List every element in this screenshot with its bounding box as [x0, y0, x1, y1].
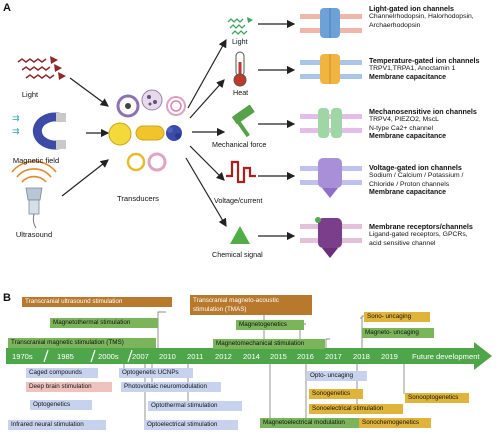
- event-box: Sonoelectrical stimulation: [309, 404, 403, 414]
- year-label: 2011: [187, 352, 204, 361]
- timeline-arrow: [6, 342, 492, 370]
- stimulus-label-chemical-signal: Chemical signal: [212, 250, 263, 259]
- source-label-light: Light: [21, 90, 39, 99]
- channel-title: Temperature-gated ion channels: [369, 56, 480, 65]
- event-box: Magneto- uncaging: [362, 328, 434, 338]
- source-label-ultrasound: Ultrasound: [15, 230, 53, 239]
- event-box: Optogenetics: [30, 400, 92, 410]
- ultrasound-probe-icon: [11, 160, 57, 229]
- event-box: Transcranial magnetic stimulation (TMS): [8, 338, 156, 348]
- stimulus-label-light: Light: [232, 37, 248, 46]
- voltage-gated-channel-icon: [300, 158, 362, 198]
- event-box: Deep brain stimulation: [26, 382, 112, 392]
- year-label: 2018: [353, 352, 370, 361]
- channel-line: Channelrhodopsin, Halorhodopsin,: [369, 13, 474, 20]
- chemical-triangle-icon: [230, 226, 250, 244]
- year-label: 2012: [215, 352, 232, 361]
- panel-a-label: A: [3, 2, 11, 14]
- year-label: 2017: [325, 352, 342, 361]
- voltage-waveform-icon: [226, 160, 256, 184]
- event-box: Magnetomechanical stimulation: [213, 339, 325, 349]
- event-box: Optoelectrical stimulation: [144, 420, 238, 430]
- channel-light-gated: Light-gated ion channels Channelrhodopsi…: [369, 4, 474, 30]
- year-label: 2019: [381, 352, 398, 361]
- channel-temperature-gated: Temperature-gated ion channels TRPV1,TRP…: [369, 56, 480, 81]
- light-gated-channel-icon: [300, 8, 362, 38]
- channel-title: Membrane receptors/channels: [369, 222, 473, 231]
- event-box-tmas: Transcranial magneto-acoustic stimulatio…: [190, 295, 312, 315]
- future-development-label: Future development: [412, 352, 480, 361]
- year-label: 2010: [159, 352, 176, 361]
- event-line: Transcranial magneto-acoustic: [193, 296, 309, 305]
- panel-a-graphics: ⇉ ⇉: [11, 8, 362, 258]
- mechanosensitive-channel-icon: [300, 108, 362, 138]
- channel-extra: Membrane capacitance: [369, 189, 447, 197]
- panel-b-label: B: [3, 292, 11, 304]
- event-box: Transcranial ultrasound stimulation: [22, 297, 172, 307]
- channel-line: N-type Ca2+ channel: [369, 124, 434, 132]
- svg-text:⇉: ⇉: [12, 126, 20, 136]
- stimulus-label-heat: Heat: [233, 88, 249, 97]
- channel-membrane-receptors: Membrane receptors/channels Ligand-gated…: [369, 222, 473, 248]
- stimulus-label-mechanical-force: Mechanical force: [212, 140, 267, 149]
- channel-line: acid sensitive channel: [369, 239, 436, 247]
- membrane-receptor-icon: [300, 217, 362, 258]
- year-label: 2015: [270, 352, 287, 361]
- year-label: 2000s: [98, 352, 119, 361]
- year-label: 1970s: [12, 352, 33, 361]
- svg-text:⇉: ⇉: [12, 113, 20, 123]
- channel-line: TRPV4, PIEZO2, MscL: [369, 116, 439, 123]
- event-box: Optogenetic UCNPs: [119, 368, 193, 378]
- year-label: 2014: [243, 352, 260, 361]
- channel-mechanosensitive: Mechanosensitive ion channels TRPV4, PIE…: [369, 107, 477, 140]
- event-box: Magnetothermal stimulation: [50, 318, 158, 328]
- event-box: Magnetoelectrical modulation: [260, 418, 366, 428]
- channel-line: Sodium / Calcium / Potassium /: [369, 172, 464, 179]
- year-label: 2007: [132, 352, 149, 361]
- light-wave-icon: [227, 17, 253, 35]
- event-box: Opto- uncaging: [307, 371, 367, 381]
- panel-b-graphics: [6, 299, 492, 426]
- stimulus-label-voltage-current: Voltage/current: [214, 196, 263, 205]
- channel-line: Archaerhodopsin: [369, 21, 421, 29]
- channel-line: Ligand-gated receptors, GPCRs,: [369, 231, 468, 238]
- event-box: Sonooptogenetics: [405, 393, 469, 403]
- light-source-icon: [17, 56, 66, 80]
- source-label-magnetic-field: Magnetic field: [12, 156, 60, 165]
- event-box: Optothermal stimulation: [148, 401, 242, 411]
- event-line: stimulation (TMAS): [193, 305, 309, 314]
- temperature-gated-channel-icon: [300, 54, 362, 84]
- channel-voltage-gated: Voltage-gated ion channels Sodium / Calc…: [369, 163, 463, 196]
- magnet-icon: ⇉ ⇉: [12, 112, 66, 150]
- year-label: 2016: [297, 352, 314, 361]
- channel-extra: Membrane capacitance: [369, 73, 447, 81]
- year-label: 1985: [57, 352, 74, 361]
- event-box: Sono- uncaging: [364, 312, 430, 322]
- channel-line: Chloride / Proton channels: [369, 180, 450, 188]
- transducers-icon: [108, 89, 186, 172]
- event-box: Photovoltaic neuromodulation: [121, 382, 221, 392]
- channel-title: Light-gated ion channels: [369, 4, 455, 13]
- event-box: Caged compounds: [26, 368, 98, 378]
- event-box: Infrared neural stimulation: [8, 420, 106, 430]
- event-box: Sonogenetics: [309, 389, 363, 399]
- channel-line: TRPV1,TRPA1, Anoctamin 1: [369, 65, 456, 72]
- transducers-label: Transducers: [117, 194, 159, 203]
- event-box: Sonochemogenetics: [359, 418, 431, 428]
- channel-title: Mechanosensitive ion channels: [369, 107, 477, 116]
- event-box: Magnetogenetics: [236, 320, 304, 330]
- thermometer-icon: [233, 51, 247, 87]
- channel-extra: Membrane capacitance: [369, 133, 447, 141]
- hammer-icon: [232, 104, 255, 138]
- channel-title: Voltage-gated ion channels: [369, 163, 462, 172]
